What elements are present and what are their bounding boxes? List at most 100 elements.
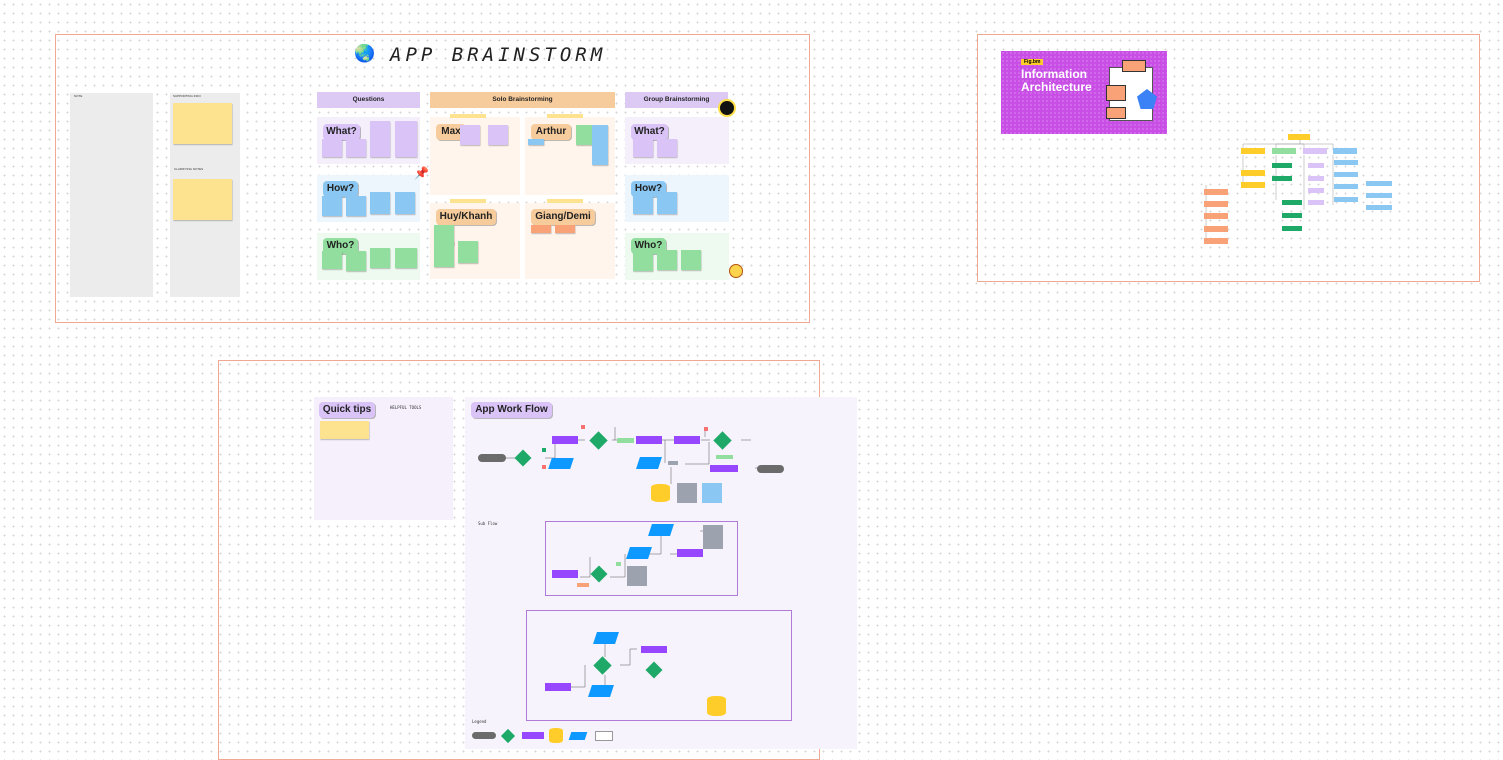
flow-process-node[interactable]: [545, 683, 571, 691]
app-work-flow-label[interactable]: App Work Flow: [471, 402, 552, 418]
flow-input-node[interactable]: [648, 524, 674, 536]
flow-end-node[interactable]: [757, 465, 784, 473]
flow-process-node[interactable]: [552, 570, 578, 578]
sub-flow-group-2[interactable]: [526, 610, 792, 721]
flow-note-node[interactable]: [703, 525, 723, 549]
flow-process-node[interactable]: [710, 465, 738, 472]
ia-node[interactable]: [1282, 213, 1302, 218]
ia-node[interactable]: [1303, 148, 1327, 154]
sticky-note[interactable]: [555, 225, 575, 233]
ia-node[interactable]: [1204, 213, 1228, 219]
sticky-note[interactable]: [633, 139, 653, 157]
sub-flow-group[interactable]: [545, 521, 738, 596]
sticky-note[interactable]: [633, 196, 653, 214]
sticky-note[interactable]: [657, 192, 677, 214]
sticky-note[interactable]: [322, 251, 342, 269]
ia-node[interactable]: [1272, 148, 1296, 154]
flow-database-node[interactable]: [651, 484, 670, 502]
ia-node[interactable]: [1366, 205, 1392, 210]
ia-node[interactable]: [1334, 160, 1358, 165]
flow-process-node[interactable]: [636, 436, 662, 444]
sticky-note[interactable]: [434, 241, 454, 267]
sticky-note[interactable]: [528, 139, 544, 145]
name-card-arthur[interactable]: Arthur: [531, 124, 571, 140]
sticky-note[interactable]: [434, 225, 454, 245]
flow-note-node[interactable]: [627, 566, 647, 586]
flow-note-node[interactable]: [702, 483, 722, 503]
sticky-note[interactable]: [657, 139, 677, 157]
ia-node[interactable]: [1366, 193, 1392, 198]
sticky-note[interactable]: [322, 139, 342, 157]
ia-node[interactable]: [1334, 172, 1358, 177]
ia-node[interactable]: [1204, 201, 1228, 207]
ia-node[interactable]: [1308, 176, 1324, 181]
flow-input-node[interactable]: [626, 547, 652, 559]
ia-node[interactable]: [1204, 238, 1228, 244]
avatar-sticker-icon[interactable]: [718, 99, 736, 117]
flow-process-node[interactable]: [641, 646, 667, 653]
smiley-sticker-icon[interactable]: [729, 264, 743, 278]
sticky-note[interactable]: [346, 251, 366, 271]
sticky-note[interactable]: [370, 192, 390, 214]
ia-node[interactable]: [1272, 176, 1292, 181]
flow-input-node[interactable]: [548, 458, 574, 469]
information-architecture-frame[interactable]: Fig.bm Information Architecture: [977, 34, 1480, 282]
ia-node-root[interactable]: [1288, 134, 1310, 140]
ia-cover-card[interactable]: Fig.bm Information Architecture: [1001, 51, 1167, 134]
sticky-note[interactable]: [320, 421, 369, 439]
sticky-note[interactable]: [370, 248, 390, 268]
name-card-giang-demi[interactable]: Giang/Demi: [531, 209, 595, 225]
ia-node[interactable]: [1241, 182, 1265, 188]
flow-database-node[interactable]: [707, 696, 726, 716]
sticky-note[interactable]: [322, 196, 342, 216]
sticky-note[interactable]: [346, 196, 366, 216]
ia-node[interactable]: [1308, 163, 1324, 168]
sticky-note[interactable]: [395, 248, 417, 268]
sticky-note[interactable]: [633, 253, 653, 271]
flow-input-node[interactable]: [593, 632, 619, 644]
ia-node[interactable]: [1282, 200, 1302, 205]
flow-input-node[interactable]: [588, 685, 614, 697]
ia-node[interactable]: [1241, 148, 1265, 154]
sticky-note[interactable]: [576, 125, 594, 145]
ia-node[interactable]: [1334, 184, 1358, 189]
sticky-note[interactable]: [681, 250, 701, 270]
sticky-note[interactable]: [395, 192, 415, 214]
ia-node[interactable]: [1308, 200, 1324, 205]
flow-process-node[interactable]: [677, 549, 703, 557]
notes-column[interactable]: NOTE: [70, 93, 153, 297]
sticky-note[interactable]: [346, 139, 366, 157]
sticky-note[interactable]: [592, 125, 608, 165]
ia-node[interactable]: [1334, 197, 1358, 202]
app-brainstorm-frame[interactable]: 🌏 APP BRAINSTORM NOTE SUPPORTING INFO CL…: [55, 34, 810, 323]
sticky-note[interactable]: [173, 103, 232, 144]
flow-process-node[interactable]: [552, 436, 578, 444]
ia-node[interactable]: [1204, 226, 1228, 232]
flow-note-node[interactable]: [677, 483, 697, 503]
flow-input-node[interactable]: [636, 457, 662, 469]
sticky-note[interactable]: [488, 125, 508, 145]
ia-node[interactable]: [1272, 163, 1292, 168]
supporting-column[interactable]: SUPPORTING INFO CLARIFYING NOTES: [170, 93, 240, 297]
sticky-note[interactable]: [395, 121, 417, 157]
sticky-note[interactable]: [460, 125, 480, 145]
sticky-note[interactable]: [531, 225, 551, 233]
ia-node[interactable]: [1308, 188, 1324, 193]
sticky-note[interactable]: [657, 250, 677, 270]
name-card-huy-khanh[interactable]: Huy/Khanh: [436, 209, 496, 225]
ia-node[interactable]: [1333, 148, 1357, 154]
ia-tree-diagram[interactable]: [1198, 130, 1398, 250]
who-label[interactable]: Who?: [323, 238, 358, 254]
how-label[interactable]: How?: [323, 181, 358, 197]
name-card-max[interactable]: Max: [436, 124, 466, 140]
flow-process-node[interactable]: [674, 436, 700, 444]
ia-node[interactable]: [1282, 226, 1302, 231]
flow-start-node[interactable]: [478, 454, 506, 462]
ia-node[interactable]: [1241, 170, 1265, 176]
group-what-label[interactable]: What?: [631, 124, 668, 140]
sticky-note[interactable]: [370, 121, 390, 157]
pushpin-icon[interactable]: 📌: [414, 166, 429, 180]
quick-tips-label[interactable]: Quick tips: [319, 402, 375, 418]
sticky-note[interactable]: [458, 241, 478, 263]
